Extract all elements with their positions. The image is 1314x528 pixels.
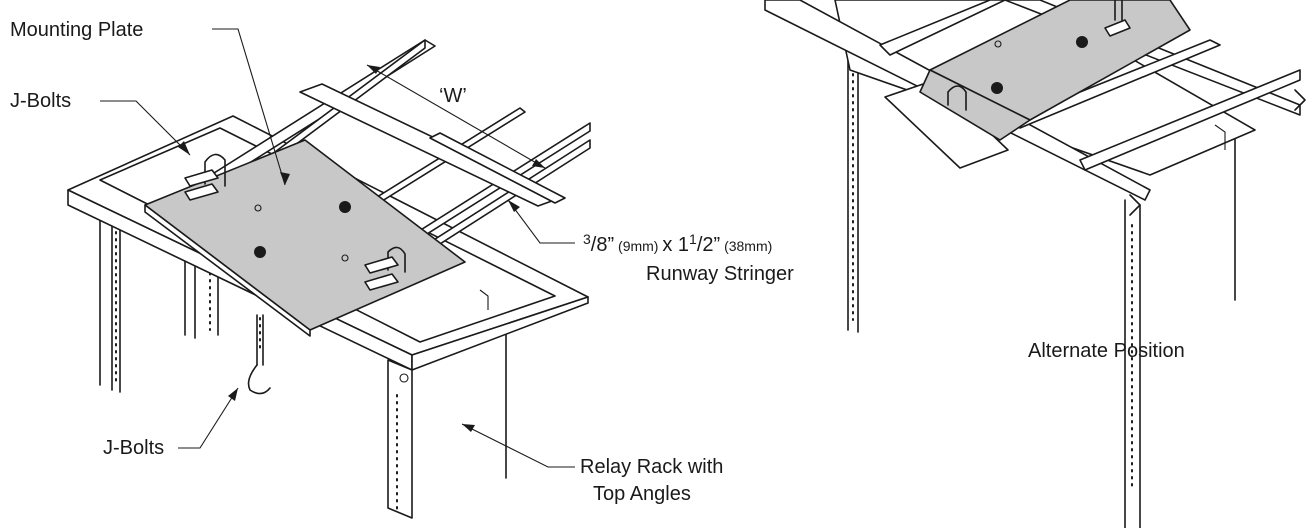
alt-mounting-plate	[884, 0, 1191, 169]
main-assembly-illustration	[67, 28, 591, 519]
alt-j-bolts	[947, 0, 1131, 111]
label-alternate-position: Alternate Position	[1028, 340, 1185, 362]
label-j-bolts-top: J-Bolts	[10, 90, 71, 112]
label-runway-stringer: Runway Stringer	[646, 263, 794, 285]
j-bolt-loose	[247, 314, 271, 395]
label-stringer-dimensions: 3/8” (9mm) x 11/2” (38mm)	[583, 231, 772, 256]
leader-lines	[100, 28, 575, 468]
j-bolt-left	[184, 153, 226, 201]
label-j-bolts-bottom: J-Bolts	[103, 437, 164, 459]
label-mounting-plate: Mounting Plate	[10, 19, 143, 41]
alt-rack-uprights	[847, 0, 1236, 528]
relay-rack-front-upright	[387, 359, 413, 519]
j-bolt-right	[364, 246, 406, 291]
label-relay-rack-line1: Relay Rack with	[580, 456, 723, 478]
label-relay-rack-line2: Top Angles	[593, 483, 691, 505]
alternate-position-illustration	[764, 0, 1306, 528]
label-w-dimension: ‘W’	[439, 85, 467, 107]
